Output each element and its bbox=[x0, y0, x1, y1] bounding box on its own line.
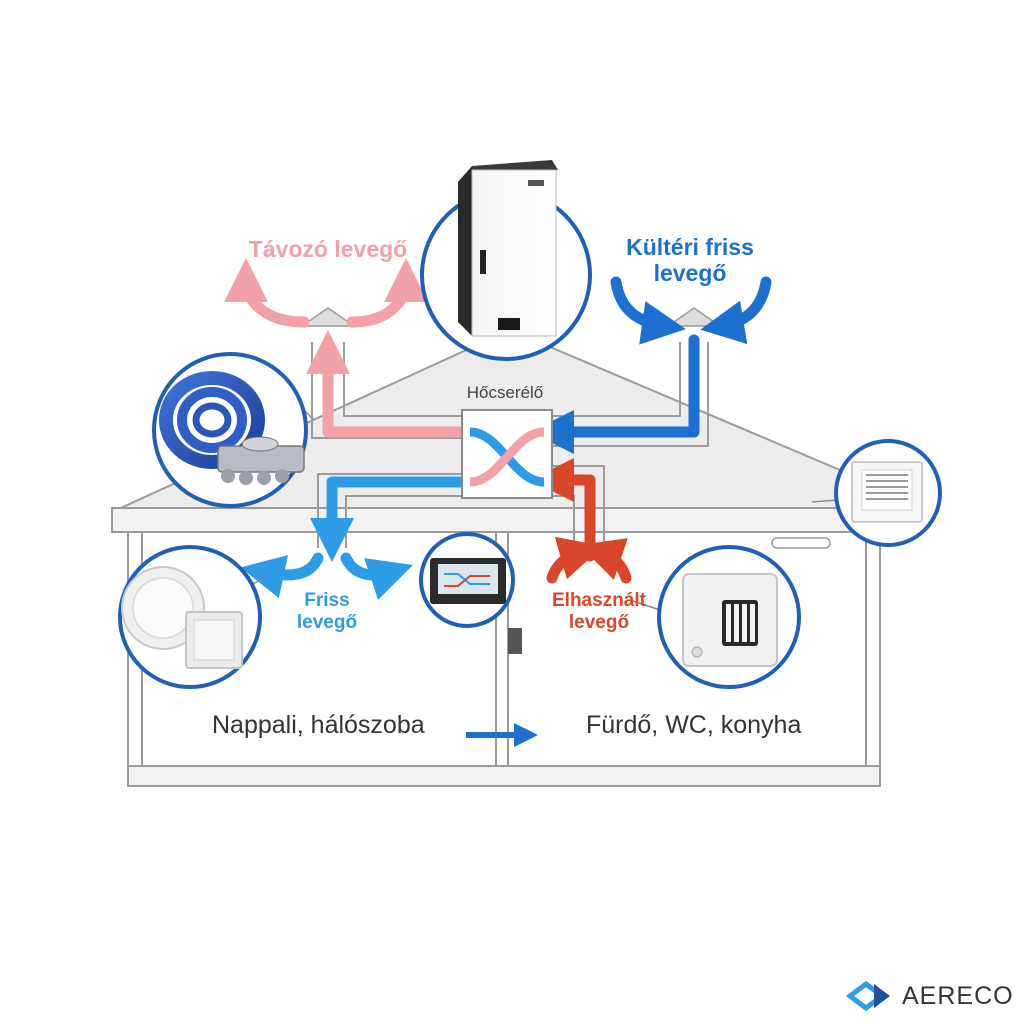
outdoor-flow bbox=[530, 334, 700, 454]
heat-exchanger-label: Hőcserélő bbox=[466, 383, 544, 402]
extract-curve-left bbox=[546, 536, 604, 584]
exhaust-flow bbox=[306, 330, 472, 438]
ventilation-unit-icon bbox=[458, 160, 558, 337]
extract-air-line1: Elhasznált bbox=[552, 590, 646, 611]
extract-air-label: Elhasznált levegő bbox=[538, 590, 660, 634]
callout-duct-hose bbox=[152, 352, 308, 508]
humidity-extract-grille-icon bbox=[682, 573, 778, 667]
extract-flow bbox=[530, 458, 596, 562]
exhaust-air-label: Távozó levegő bbox=[248, 236, 408, 262]
heat-exchanger bbox=[461, 409, 553, 499]
brand-logo: AERECO bbox=[846, 975, 1014, 1017]
callout-control-display bbox=[419, 532, 515, 628]
wet-room-label: Fürdő, WC, konyha bbox=[586, 711, 802, 739]
outdoor-air-label: Kültéri friss levegő bbox=[600, 234, 780, 287]
callout-ventilation-unit bbox=[420, 160, 592, 361]
air-flows bbox=[306, 330, 700, 562]
outdoor-air-line1: Kültéri friss bbox=[626, 234, 754, 260]
callout-air-inlet bbox=[834, 439, 942, 547]
supply-curve-left bbox=[240, 552, 324, 599]
roof-terminal-icon bbox=[665, 307, 723, 327]
supply-air-line2: levegő bbox=[296, 611, 358, 633]
wet-room-wall-right bbox=[865, 531, 881, 769]
ceiling-diffuser-icon bbox=[121, 566, 243, 669]
ceiling-slab bbox=[111, 507, 883, 533]
living-room-label: Nappali, hálószoba bbox=[212, 711, 425, 739]
supply-curve-right bbox=[340, 552, 413, 600]
outdoor-air-line2: levegő bbox=[653, 260, 727, 287]
outdoor-curve-left bbox=[610, 276, 686, 345]
duct-hose-manifold-icon bbox=[159, 371, 305, 485]
exhaust-curve-left bbox=[224, 258, 310, 328]
extract-air-line2: levegő bbox=[568, 611, 630, 633]
control-display-icon bbox=[430, 558, 506, 604]
exhaust-curve-right bbox=[346, 258, 428, 328]
supply-air-label: Friss levegő bbox=[282, 590, 372, 634]
supply-flow bbox=[310, 476, 472, 562]
ceiling-vent-slot bbox=[771, 537, 831, 549]
aereco-logo-icon bbox=[845, 980, 890, 1012]
brand-name: AERECO bbox=[902, 981, 1014, 1010]
floor-slab bbox=[127, 765, 881, 787]
callout-supply-diffusers bbox=[118, 545, 262, 689]
extract-curve-right bbox=[579, 538, 632, 584]
callout-extract-grille bbox=[657, 545, 801, 689]
duct-outlines bbox=[311, 342, 709, 548]
supply-air-line1: Friss bbox=[304, 590, 350, 611]
wall-air-inlet-icon bbox=[851, 461, 923, 523]
door-handle bbox=[508, 628, 522, 654]
roof-terminal-icon bbox=[299, 307, 357, 327]
flow-curves bbox=[224, 258, 772, 600]
outdoor-curve-right bbox=[700, 276, 772, 345]
